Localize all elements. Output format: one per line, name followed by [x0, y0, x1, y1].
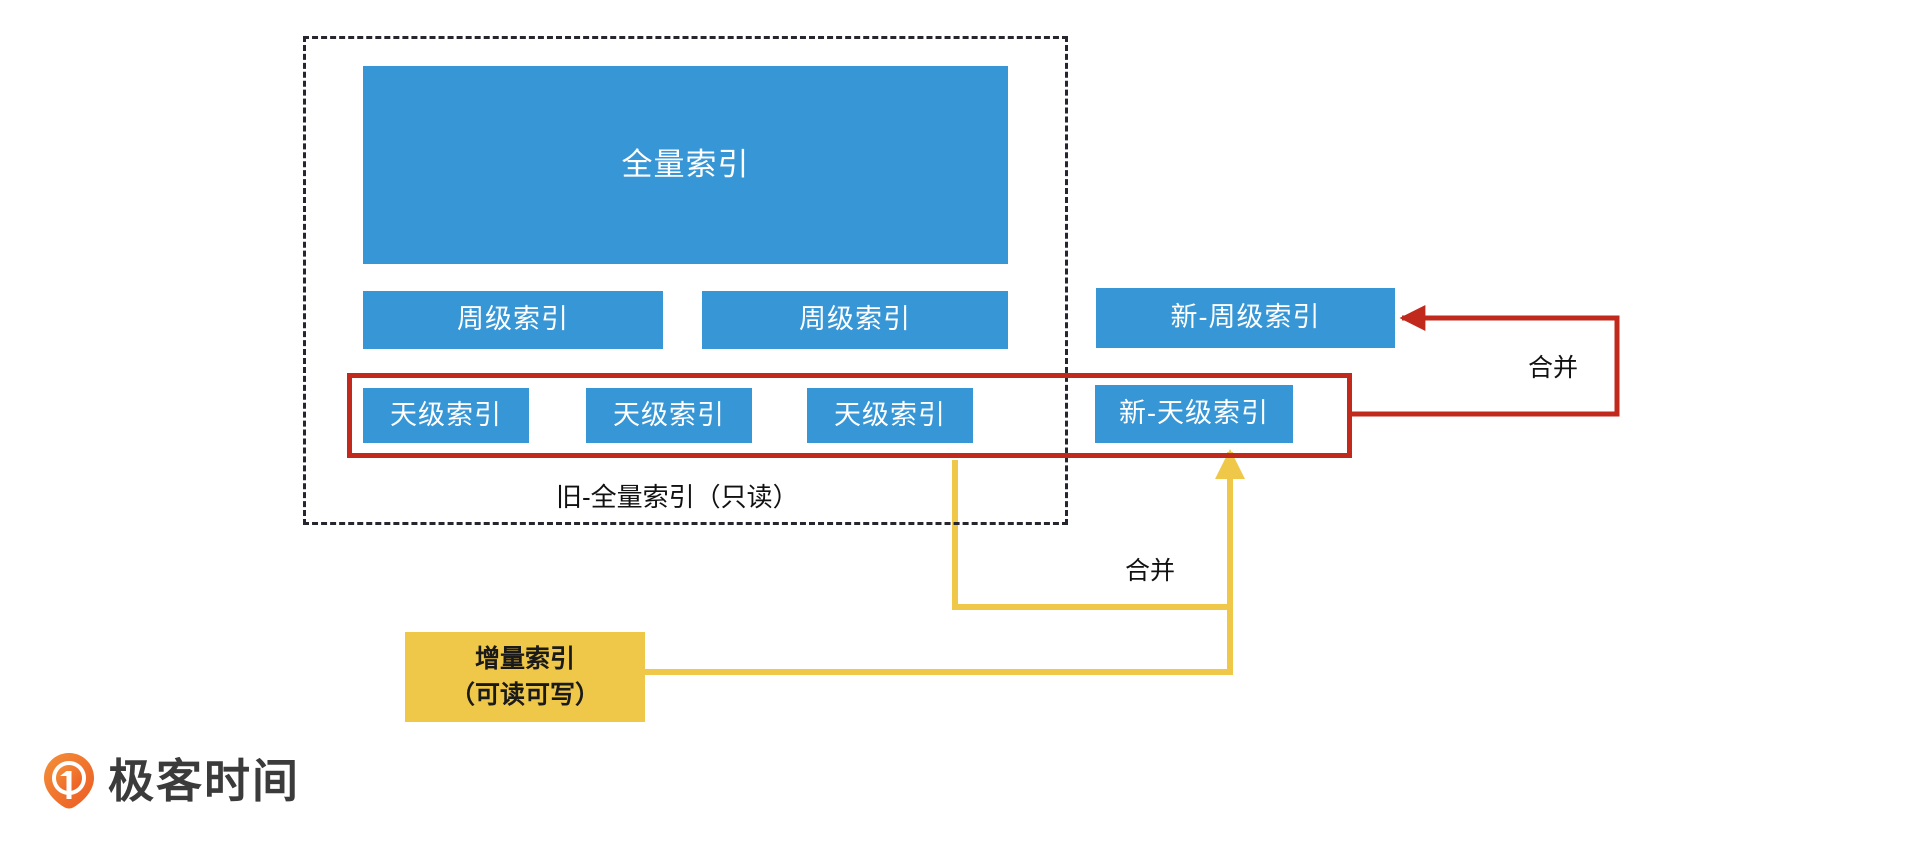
block-weekly-index-2[interactable]: 周级索引: [702, 291, 1008, 349]
edge-label-merge-yellow: 合并: [1125, 557, 1176, 585]
block-new-daily-index[interactable]: 新-天级索引: [1095, 385, 1293, 443]
old-full-index-caption: 旧-全量索引（只读）: [556, 482, 799, 512]
brand-logo: 极客时间: [42, 752, 300, 810]
block-daily-index-3[interactable]: 天级索引: [807, 388, 973, 443]
old-full-index-group-container: [303, 36, 1068, 525]
block-daily-index-1-label: 天级索引: [390, 399, 502, 430]
merge-scope-highlight-box: [347, 373, 1352, 458]
edge-label-merge-red: 合并: [1528, 354, 1579, 382]
block-incremental-index-line1: 增量索引: [474, 644, 575, 673]
block-daily-index-2[interactable]: 天级索引: [586, 388, 752, 443]
block-daily-index-3-label: 天级索引: [834, 399, 946, 430]
block-incremental-index[interactable]: 增量索引 （可读可写）: [405, 632, 645, 722]
block-weekly-index-1[interactable]: 周级索引: [363, 291, 663, 349]
block-weekly-index-2-label: 周级索引: [799, 304, 911, 335]
geektime-logo-icon: [42, 752, 96, 810]
block-full-index[interactable]: 全量索引: [363, 66, 1008, 264]
block-full-index-label: 全量索引: [621, 146, 750, 182]
block-weekly-index-1-label: 周级索引: [457, 304, 569, 335]
block-incremental-index-line2: （可读可写）: [449, 681, 600, 709]
block-daily-index-1[interactable]: 天级索引: [363, 388, 529, 443]
brand-logo-text: 极客时间: [108, 755, 300, 807]
block-daily-index-2-label: 天级索引: [613, 399, 725, 430]
block-new-weekly-index[interactable]: 新-周级索引: [1096, 288, 1395, 348]
block-new-weekly-index-label: 新-周级索引: [1170, 302, 1321, 333]
block-new-daily-index-label: 新-天级索引: [1119, 398, 1269, 429]
